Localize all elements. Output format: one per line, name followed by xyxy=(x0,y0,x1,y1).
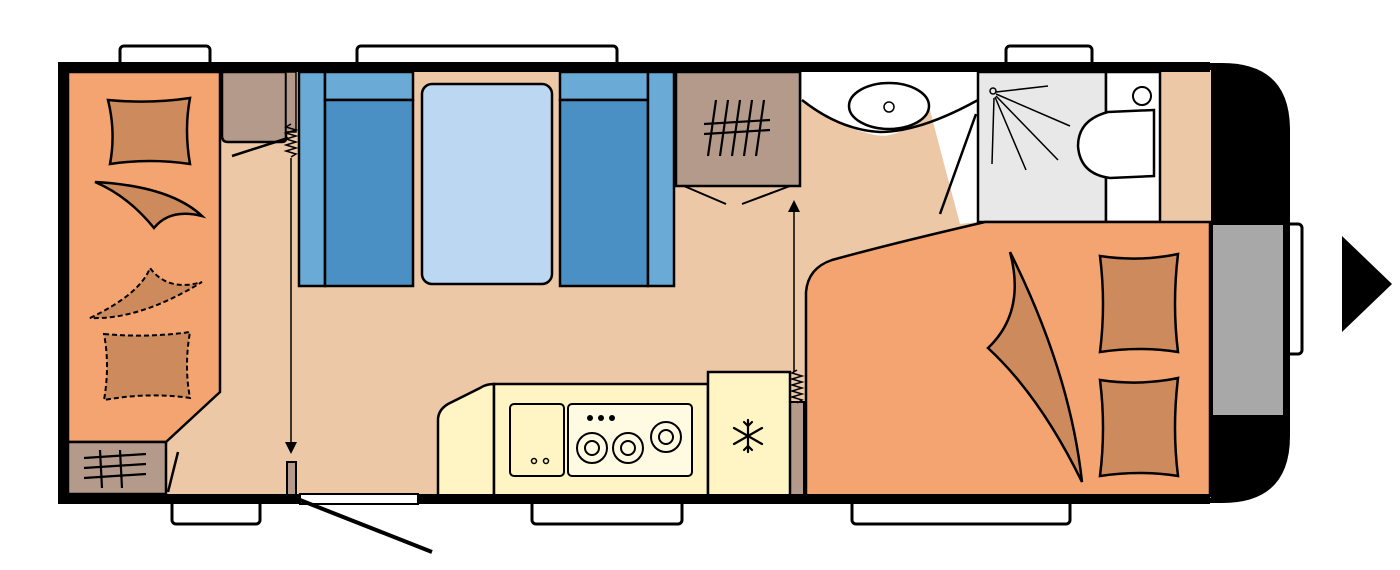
right-pillow-2 xyxy=(1098,376,1180,478)
right-blanket-fold xyxy=(986,251,1084,483)
left-blanket-fold xyxy=(94,180,207,230)
dining-table xyxy=(420,82,554,286)
wardrobe-center-door-left xyxy=(683,185,727,205)
partition-wall-right xyxy=(789,401,805,497)
wardrobe-center xyxy=(674,70,802,188)
wardrobe-center-door-right xyxy=(741,185,791,205)
kitchen-sink xyxy=(509,403,565,477)
seat-back-left xyxy=(297,70,327,288)
entry-door-leaf xyxy=(299,498,433,554)
seat-right xyxy=(558,98,650,288)
left-pillow-dashed xyxy=(102,330,192,402)
seat-back-right-top xyxy=(558,70,650,102)
left-pillow-1 xyxy=(106,96,192,166)
toilet-flush xyxy=(1132,86,1152,106)
kitchen-counter-end xyxy=(436,382,496,498)
toilet-bowl xyxy=(1076,108,1156,180)
sink-tap-2 xyxy=(542,457,550,465)
sink xyxy=(847,81,931,131)
wardrobe-center-hatch xyxy=(703,99,771,157)
arrow-down-head xyxy=(285,442,297,454)
sink-drain xyxy=(883,101,895,113)
washroom-floor xyxy=(802,72,978,224)
seat-back-left-top xyxy=(323,70,415,102)
hob-knob-1 xyxy=(587,415,593,421)
arrow-up-head xyxy=(788,200,800,212)
rear-storage-box xyxy=(1211,223,1285,417)
entry-door-opening xyxy=(299,493,419,505)
left-cabinet-bottom xyxy=(66,440,168,496)
seat-left xyxy=(323,98,415,288)
hob-knob-2 xyxy=(598,415,604,421)
left-cabinet-hatch xyxy=(83,449,147,489)
washroom-door-swing xyxy=(938,113,978,215)
partition-wall-left xyxy=(285,71,297,133)
shower-head xyxy=(989,87,997,95)
shower-spray xyxy=(991,85,1071,171)
spring-left xyxy=(283,123,299,158)
snowflake-icon xyxy=(732,418,764,454)
left-blanket-dashed xyxy=(89,265,203,320)
outer-walls xyxy=(58,62,1210,504)
wardrobe-top-left xyxy=(220,70,288,144)
spring-right xyxy=(789,369,805,404)
hob-knob-3 xyxy=(609,415,615,421)
seat-back-right xyxy=(646,70,676,288)
wardrobe-door-swing xyxy=(231,136,289,158)
left-door-swing xyxy=(166,451,180,493)
washroom-counter-edge xyxy=(801,98,979,134)
right-pillow-1 xyxy=(1098,252,1180,354)
direction-arrow-icon xyxy=(1342,236,1392,332)
door-stop-post xyxy=(286,461,297,497)
dinette xyxy=(297,70,676,288)
hob-burners xyxy=(576,421,682,464)
sink-tap-1 xyxy=(530,457,538,465)
